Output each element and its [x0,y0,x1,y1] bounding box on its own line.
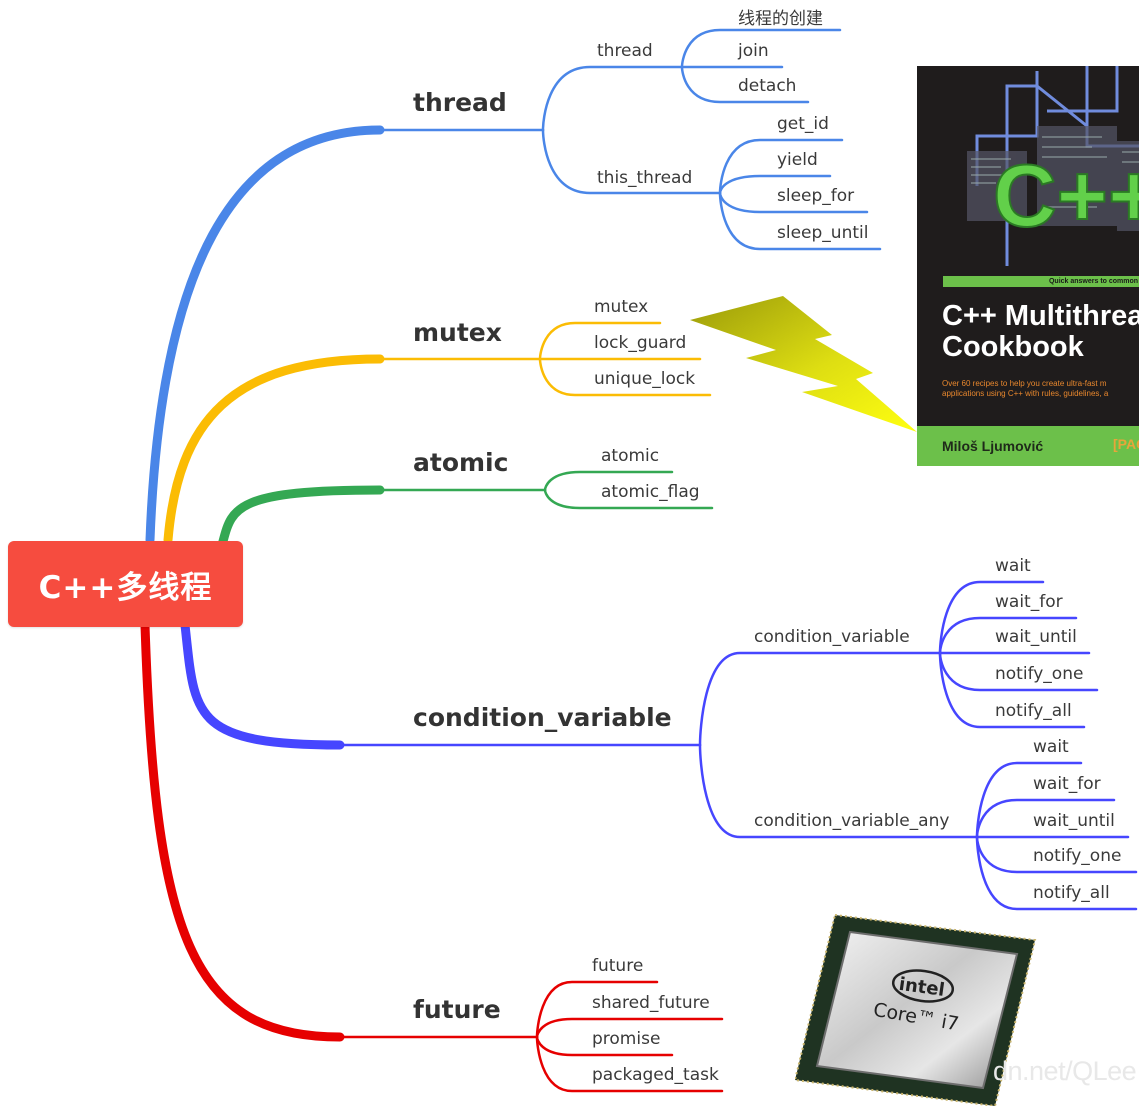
book-band: Quick answers to common pr [943,276,1139,287]
book-cover-image: C++ Quick answers to common pr C++ Multi… [917,66,1139,466]
branch-condition_variable-trunk [180,620,345,750]
branch-mutex-trunk [163,354,385,545]
leaf-node[interactable]: mutex [594,297,649,317]
leaf-node[interactable]: wait_for [995,592,1063,612]
branch-atomic-label[interactable]: atomic [413,448,509,477]
subbranch-thread-0-label[interactable]: thread [597,41,653,61]
leaf-node[interactable]: unique_lock [594,369,696,389]
subbranch-thread-1-line [541,128,722,195]
leaf-line [538,357,712,397]
leaf-node[interactable]: wait [995,556,1031,576]
leaf-node[interactable]: wait_until [995,627,1077,647]
watermark: dn.net/QLee [993,1056,1137,1086]
book-art-text: C++ [993,146,1139,245]
leaf-node[interactable]: yield [777,150,818,170]
branch-future-label[interactable]: future [413,995,501,1024]
book-footer [917,426,1139,466]
cpu-substrate-pads [795,913,1037,1106]
leaf-node[interactable]: atomic [601,446,660,466]
subbranch-condition_variable-1-label[interactable]: condition_variable_any [754,811,950,831]
leaf-line [535,1035,724,1093]
book-author: Miloš Ljumović [942,438,1044,454]
leaf-line [938,651,1086,729]
branch-thread-label[interactable]: thread [413,88,507,117]
leaf-node[interactable]: shared_future [592,993,710,1013]
leaf-node[interactable]: wait_until [1033,811,1115,831]
leaf-node[interactable]: future [592,956,644,976]
leaf-node[interactable]: atomic_flag [601,482,700,502]
book-title: C++ Multithrea Cookbook [942,301,1139,363]
book-title-line1: C++ Multithrea [942,300,1139,332]
subbranch-thread-1-label[interactable]: this_thread [597,168,693,188]
book-cover-art: C++ [967,66,1139,266]
book-desc-line2: applications using C++ with rules, guide… [942,389,1109,398]
leaf-node[interactable]: notify_all [995,701,1072,721]
book-desc-line1: Over 60 recipes to help you create ultra… [942,379,1107,388]
subbranch-condition_variable-0-label[interactable]: condition_variable [754,627,910,647]
cpu-chip-image: intel Core™ i7 [795,913,1037,1106]
leaf-line [938,616,1078,655]
book-publisher-logo: [PAC [1113,436,1139,452]
leaf-node[interactable]: notify_all [1033,883,1110,903]
branch-condition_variable-label[interactable]: condition_variable [413,703,672,732]
leaf-node[interactable]: join [738,41,769,61]
subbranch-condition_variable-1-line [698,743,979,839]
leaf-node[interactable]: wait_for [1033,774,1101,794]
branch-mutex-label[interactable]: mutex [413,318,502,347]
lightning-bolt-icon [690,296,917,432]
leaf-node[interactable]: packaged_task [592,1065,719,1085]
book-description: Over 60 recipes to help you create ultra… [942,379,1108,399]
leaf-line [680,28,842,69]
leaf-line [680,65,810,104]
book-title-line2: Cookbook [942,331,1084,363]
branch-thread-trunk [145,125,385,545]
leaf-line [538,321,662,361]
leaf-node[interactable]: 线程的创建 [738,9,823,29]
leaf-node[interactable]: sleep_until [777,223,869,243]
leaf-node[interactable]: detach [738,76,797,96]
root-node-label: C++多线程 [38,569,213,606]
leaf-line [543,488,714,510]
root-node[interactable]: C++多线程 [8,541,243,627]
branch-atomic-trunk [217,485,385,550]
leaf-node[interactable]: promise [592,1029,661,1049]
branch-future-trunk [140,620,345,1042]
intel-logo-ring [891,969,955,1003]
cpu-heatspreader [815,930,1019,1090]
leaf-node[interactable]: notify_one [995,664,1084,684]
leaf-line [535,1017,724,1039]
leaf-node[interactable]: sleep_for [777,186,855,206]
subbranch-condition_variable-0-line [698,651,942,747]
leaf-node[interactable]: wait [1033,737,1069,757]
leaf-line [543,470,674,492]
leaf-line [975,835,1138,911]
leaf-line [718,191,882,251]
leaf-line [975,798,1116,839]
leaf-node[interactable]: get_id [777,114,829,134]
leaf-node[interactable]: notify_one [1033,846,1122,866]
leaf-node[interactable]: lock_guard [594,333,687,353]
subbranch-thread-0-line [541,65,684,132]
